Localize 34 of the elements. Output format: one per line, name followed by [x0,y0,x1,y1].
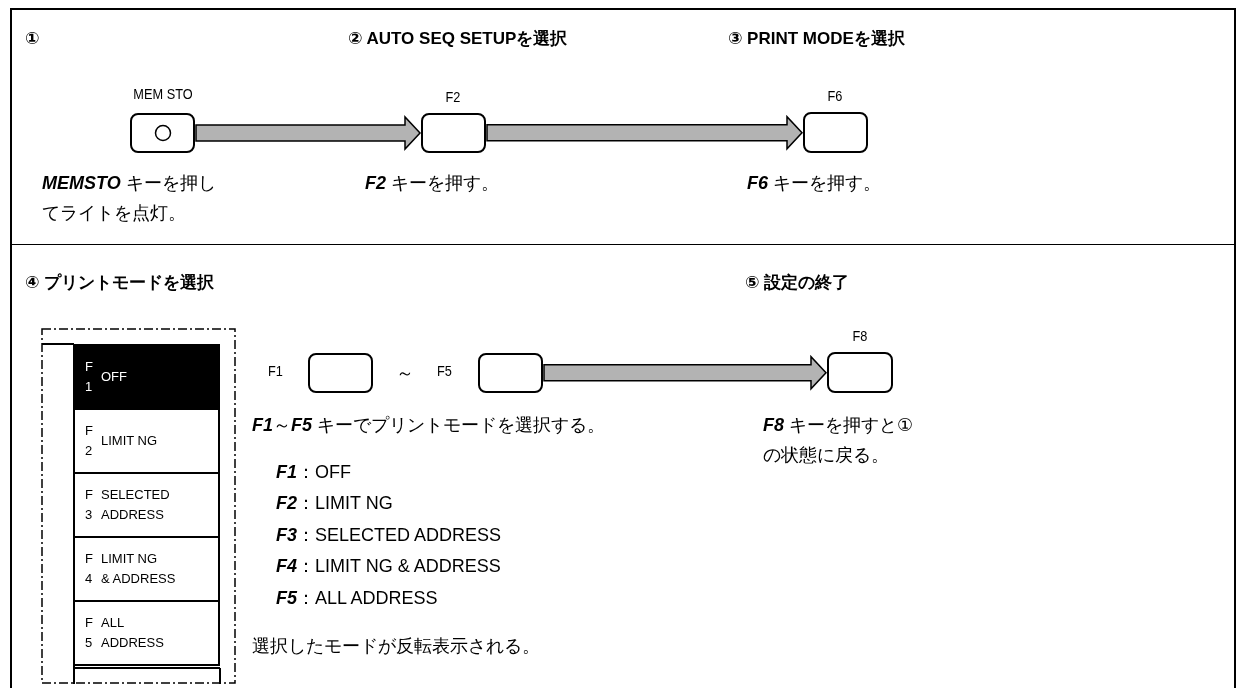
key-label: F2 [445,88,461,105]
instruction-text: F1～F5 キーでプリントモードを選択する。 [252,414,606,437]
step-heading: ④ プリントモードを選択 [25,272,215,294]
key-button [478,353,543,393]
instruction-text: MEMSTO キーを押してライトを点灯。 [42,172,217,225]
key-label: F1 [268,362,283,379]
mode-list-item: F1：OFF [276,461,351,484]
key-button [827,352,893,393]
block-arrow [486,114,804,151]
screen-frame [41,328,236,684]
step-heading: ⑤ 設定の終了 [745,272,850,294]
instruction-text: F6 キーを押す。 [747,172,882,195]
block-arrow [543,354,828,391]
key-button [130,113,195,153]
step-heading: ① [25,28,40,50]
key-button [803,112,868,153]
mode-list-item: F4：LIMIT NG & ADDRESS [276,555,501,578]
key-label: F8 [852,327,868,344]
instruction-text: F8 キーを押すと①の状態に戻る。 [763,414,915,467]
step-heading: ② AUTO SEQ SETUPを選択 [348,28,568,50]
key-label: MEM STO [133,85,193,102]
key-label: F6 [827,87,843,104]
instruction-text: 選択したモードが反転表示される。 [252,635,540,658]
mode-list-item: F2：LIMIT NG [276,492,393,515]
step-heading: ③ PRINT MODEを選択 [728,28,905,50]
key-button [421,113,486,153]
key-label: F5 [437,362,452,379]
mode-list-item: F3：SELECTED ADDRESS [276,524,502,547]
key-button [308,353,373,393]
range-symbol: ～ [396,362,414,385]
instruction-text: F2 キーを押す。 [365,172,500,195]
menu-item: F 5 ALL ADDRESS [73,600,220,666]
mode-list-item: F5：ALL ADDRESS [276,587,438,610]
block-arrow [195,115,422,151]
